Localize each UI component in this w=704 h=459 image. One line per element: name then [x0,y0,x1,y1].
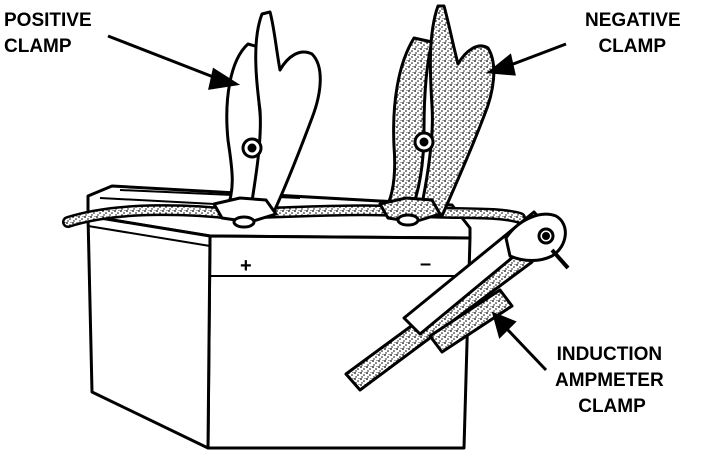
positive-clamp [214,12,320,227]
negative-clamp-label: NEGATIVE CLAMP [585,10,686,57]
induction-clamp-label-line1: INDUCTION [557,344,663,365]
negative-clamp-label-line2: CLAMP [598,36,666,57]
positive-leader-line [108,36,216,78]
negative-leader-line [508,44,566,66]
induction-leader-line [506,328,546,370]
negative-clamp [380,6,494,225]
negative-terminal-mark: – [420,253,431,275]
negative-clamp-label-line1: NEGATIVE [585,10,681,31]
induction-clamp-label-line2: AMPMETER [555,370,664,391]
positive-terminal-mark: + [240,255,252,277]
positive-clamp-label: POSITIVE CLAMP [4,10,97,57]
positive-clamp-label-line1: POSITIVE [4,10,92,31]
induction-clamp-label: INDUCTION AMPMETER CLAMP [555,344,669,417]
battery-side-face [88,216,210,448]
induction-clamp-label-line3: CLAMP [578,396,646,417]
positive-clamp-label-line2: CLAMP [4,36,72,57]
